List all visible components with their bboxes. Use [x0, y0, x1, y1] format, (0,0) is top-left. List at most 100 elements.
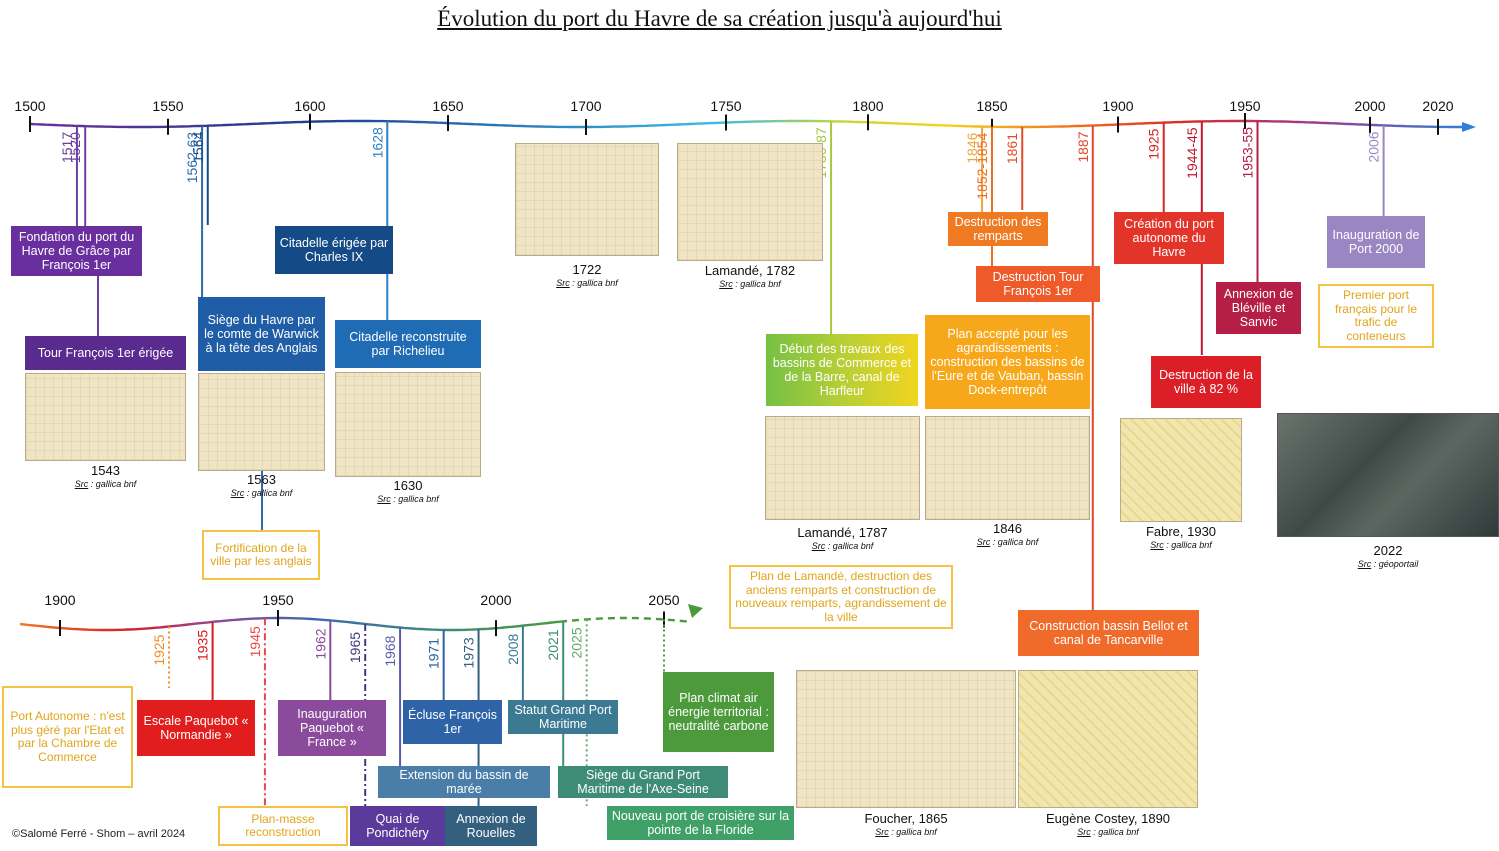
event-box-statut: Statut Grand Port Maritime: [508, 700, 618, 734]
map-source: Src : gallica bnf: [719, 279, 781, 289]
event-box-fortification: Fortification de la ville par les anglai…: [202, 530, 320, 580]
top-marker-label: 1861: [1004, 133, 1020, 164]
top-marker-label: 2006: [1366, 131, 1382, 162]
top-axis-tick-label: 1550: [152, 98, 183, 114]
map-source: Src : gallica bnf: [875, 827, 937, 837]
bottom-axis-tick-label: 1950: [262, 592, 293, 608]
event-box-siege: Siège du Havre par le comte de Warwick à…: [198, 297, 325, 371]
top-axis-line: [29, 119, 1462, 129]
map-source-prefix: Src: [1357, 559, 1372, 569]
map-caption-title: Foucher, 1865: [864, 811, 948, 826]
map-caption-title: 1543: [91, 463, 120, 478]
event-box-croisiere: Nouveau port de croisière sur la pointe …: [607, 806, 794, 840]
map-source: Src : gallica bnf: [556, 278, 618, 288]
top-axis-tick-label: 1850: [976, 98, 1007, 114]
bottom-marker-label: 2008: [505, 633, 521, 664]
event-box-escale: Escale Paquebot « Normandie »: [137, 700, 255, 756]
map-image-1846: [925, 416, 1090, 520]
map-source: Src : gallica bnf: [1150, 540, 1212, 550]
map-source-prefix: Src: [811, 541, 826, 551]
map-caption-title: Lamandé, 1787: [797, 525, 888, 540]
bottom-marker-label: 1973: [461, 637, 477, 668]
event-box-siege-gpm: Siège du Grand Port Maritime de l'Axe-Se…: [558, 766, 728, 798]
event-box-plan-climat: Plan climat air énergie territorial : ne…: [663, 672, 774, 752]
map-source-prefix: Src: [74, 479, 89, 489]
top-marker-label: 1520: [67, 132, 83, 163]
map-source-prefix: Src: [556, 278, 570, 288]
top-marker-label: 1564: [190, 131, 206, 162]
bottom-axis-tick-label: 1900: [44, 592, 75, 608]
map-source-prefix: Src: [976, 537, 991, 547]
event-box-port-autonome: Port Autonome : n'est plus géré par l'Et…: [2, 686, 133, 788]
bottom-marker-label: 1925: [151, 634, 167, 665]
map-source-prefix: Src: [1077, 827, 1091, 837]
bottom-axis-tick-label: 2050: [648, 592, 679, 608]
map-source: Src : gallica bnf: [377, 494, 439, 504]
event-box-destruction-remparts: Destruction des remparts: [948, 212, 1048, 246]
map-image-1787: [765, 416, 920, 520]
map-image-1782: [677, 143, 823, 261]
bottom-axis-future-line: [559, 616, 689, 623]
map-image-1543: [25, 373, 186, 461]
bottom-axis-arrow: [688, 604, 703, 618]
top-axis-tick-label: 1650: [432, 98, 463, 114]
top-marker-label: 1887: [1075, 131, 1091, 162]
map-source: Src : gallica bnf: [976, 537, 1039, 547]
bottom-marker-label: 1945: [247, 626, 263, 657]
top-axis-tick-label: 1750: [710, 98, 741, 114]
top-marker-label: 1925: [1146, 128, 1162, 159]
event-box-destruction-tour: Destruction Tour François 1er: [976, 266, 1100, 302]
bottom-marker-label: 2025: [569, 627, 585, 658]
top-axis-tick-label: 1700: [570, 98, 601, 114]
bottom-marker-label: 1935: [195, 630, 211, 661]
event-box-inauguration-2000: Inauguration de Port 2000: [1327, 216, 1425, 268]
map-caption-title: Lamandé, 1782: [704, 263, 796, 278]
bottom-axis-tick-label: 2000: [480, 592, 511, 608]
event-box-annexion-bleville: Annexion de Bléville et Sanvic: [1216, 282, 1301, 334]
top-axis-tick-label: 1900: [1102, 98, 1133, 114]
event-box-debut-travaux: Début des travaux des bassins de Commerc…: [766, 334, 918, 406]
event-box-annexion-rouelles: Annexion de Rouelles: [445, 806, 537, 846]
map-source: Src : gallica bnf: [811, 541, 874, 551]
map-caption-title: Fabre, 1930: [1145, 524, 1217, 539]
map-source: Src : gallica bnf: [230, 488, 293, 498]
bottom-axis-line: [19, 616, 561, 632]
map-image-1563: [198, 373, 325, 471]
bottom-marker-label: 1968: [382, 635, 398, 666]
bottom-marker-label: 1971: [426, 638, 442, 669]
bottom-marker-label: 1965: [347, 632, 363, 663]
top-axis-tick-label: 1500: [14, 98, 45, 114]
map-source-prefix: Src: [377, 494, 391, 504]
map-source-prefix: Src: [1150, 540, 1164, 550]
event-box-destruction-ville: Destruction de la ville à 82 %: [1151, 356, 1261, 408]
event-box-ecluse: Écluse François 1er: [403, 700, 502, 744]
top-marker-label: 1852-1854: [974, 133, 990, 200]
event-box-plan-lamande: Plan de Lamandé, destruction des anciens…: [729, 565, 953, 629]
event-box-extension: Extension du bassin de marée: [378, 766, 550, 798]
map-caption-title: 1630: [393, 478, 423, 493]
map-image-1630: [335, 372, 481, 477]
event-box-fondation: Fondation du port du Havre de Grâce par …: [11, 226, 142, 276]
event-box-tour: Tour François 1er érigée: [25, 336, 186, 370]
map-image-1722: [515, 143, 659, 256]
top-marker-label: 1517: [59, 132, 75, 163]
map-caption-title: 1563: [247, 472, 276, 487]
copyright-notice: ©Salomé Ferré - Shom – avril 2024: [12, 828, 186, 840]
map-caption-title: 2022: [1373, 543, 1403, 558]
map-source: Src : géoportail: [1357, 559, 1419, 569]
map-caption-title: 1722: [572, 262, 602, 277]
event-box-inauguration-france: Inauguration Paquebot « France »: [278, 700, 386, 756]
map-image-1930: [1120, 418, 1242, 522]
map-source-prefix: Src: [875, 827, 889, 837]
top-marker-label: 1562-63: [184, 132, 200, 184]
map-source-prefix: Src: [719, 279, 733, 289]
